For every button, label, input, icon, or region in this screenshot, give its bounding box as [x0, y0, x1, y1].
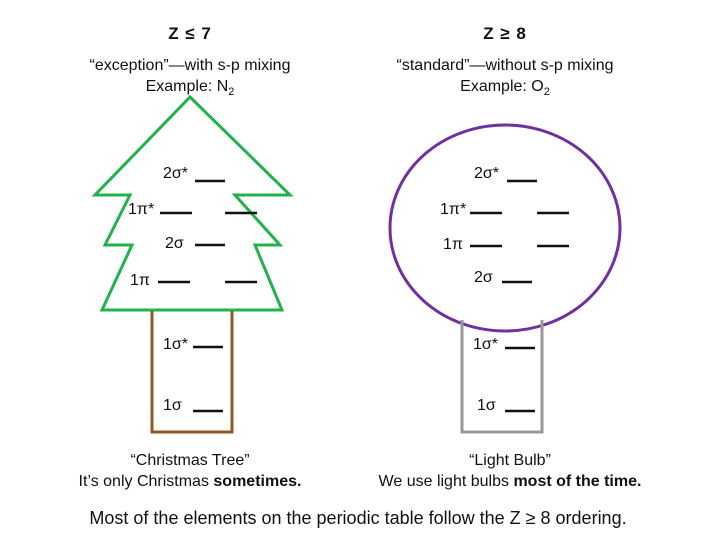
right-caption-title: “Light Bulb” — [469, 452, 551, 469]
christmas-tree-outline — [91, 94, 294, 312]
left-label-1pi: 1π — [130, 272, 150, 289]
right-description-line: “standard”—without s-p mixing — [396, 57, 614, 74]
right-label-1sigma: 1σ — [477, 397, 496, 414]
right-heading: Z ≥ 8 — [483, 24, 527, 43]
footer-note: Most of the elements on the periodic tab… — [89, 508, 627, 528]
left-label-1sigma: 1σ — [163, 397, 182, 414]
left-example: Example: N2 — [145, 78, 235, 99]
left-caption: “Christmas Tree” It’s only Christmas som… — [79, 450, 302, 492]
left-caption-note: It’s only Christmas sometimes. — [78, 473, 302, 490]
right-caption-note: We use light bulbs most of the time. — [378, 473, 642, 490]
right-description: “standard”—without s-p mixing Example: O… — [397, 55, 614, 103]
left-label-1sigma-star: 1σ* — [163, 336, 188, 353]
light-bulb-base — [460, 320, 544, 434]
left-description-line: “exception”—with s-p mixing — [89, 57, 291, 74]
left-caption-title: “Christmas Tree” — [130, 452, 250, 469]
right-label-1sigma-star: 1σ* — [473, 336, 498, 353]
right-example: Example: O2 — [460, 78, 550, 99]
left-label-1pi-star: 1π* — [128, 201, 155, 218]
left-heading: Z ≤ 7 — [168, 24, 212, 43]
left-description: “exception”—with s-p mixing Example: N2 — [90, 55, 291, 103]
right-label-2sigma-star: 2σ* — [474, 165, 499, 182]
right-caption: “Light Bulb” We use light bulbs most of … — [379, 450, 642, 492]
right-label-1pi: 1π — [443, 236, 463, 253]
right-label-2sigma: 2σ — [474, 269, 493, 286]
christmas-tree-trunk — [150, 311, 234, 434]
left-label-2sigma: 2σ — [165, 235, 184, 252]
right-label-1pi-star: 1π* — [440, 201, 467, 218]
light-bulb-outline — [388, 123, 622, 333]
left-label-2sigma-star: 2σ* — [163, 165, 188, 182]
